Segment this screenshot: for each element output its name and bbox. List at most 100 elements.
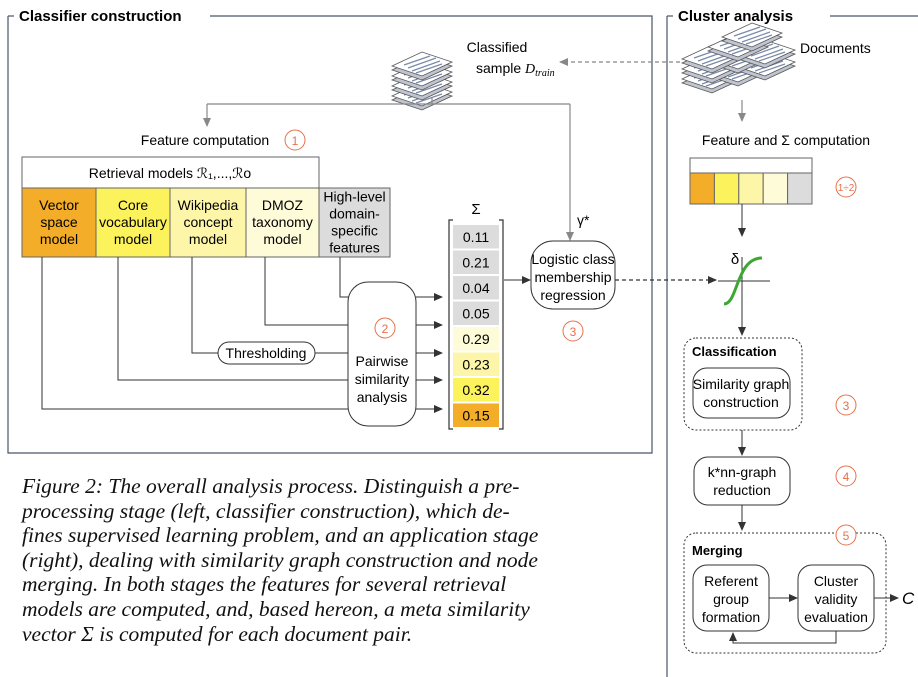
classified-sample-label-1: Classified: [467, 39, 528, 55]
step-5-number: 5: [843, 529, 850, 543]
gamma-label: γ*: [577, 212, 590, 228]
referent-label-2: group: [713, 591, 749, 607]
sigma-value-cell: [453, 276, 499, 300]
sigma-value-cell: [453, 327, 499, 351]
model-cell-label: taxonomy: [252, 214, 313, 230]
sigma-value: 0.29: [462, 331, 489, 347]
model-cell-label: model: [189, 231, 227, 247]
sigma-value-cell: [453, 225, 499, 249]
step-4-badge: [835, 465, 857, 487]
model-cell-label: model: [263, 231, 301, 247]
sigma-value: 0.21: [462, 254, 489, 270]
model-connectors: [41, 257, 352, 410]
sample-connectors: [203, 97, 574, 241]
regression-label-1: Logistic class: [531, 251, 614, 267]
sigma-value: 0.04: [462, 280, 489, 296]
caption-line: Figure 2: The overall analysis process. …: [22, 474, 520, 498]
output-clustering-label: C: [902, 589, 915, 608]
model-cell-label: High-level: [323, 189, 385, 205]
step-1-2-badge: [835, 176, 857, 198]
sigma-value: 0.15: [462, 407, 489, 423]
validity-label-2: validity: [815, 591, 858, 607]
model-cell-label: Vector: [39, 197, 79, 213]
caption-line: (right), dealing with similarity graph c…: [22, 547, 538, 572]
step-4-number: 4: [843, 470, 850, 484]
sigma-label: Σ: [471, 201, 480, 218]
model-cell: [245, 187, 320, 258]
retrieval-model-cells: VectorspacemodelCorevocabularymodelWikip…: [21, 187, 391, 258]
feature-strip-cell: [738, 172, 764, 205]
documents-icon: [681, 22, 796, 94]
pairwise-label-1: Pairwise: [356, 353, 409, 369]
sigma-brackets: [448, 219, 504, 430]
regression-label-3: regression: [540, 287, 605, 303]
step-3b-badge: [835, 394, 857, 416]
merging-title: Merging: [692, 543, 743, 558]
step-3-badge: [562, 320, 584, 342]
model-cell-label: DMOZ: [262, 197, 304, 213]
model-cell-label: Wikipedia: [178, 197, 239, 213]
step-1-badge: [284, 129, 306, 151]
validity-feedback-arrow: [729, 631, 837, 644]
model-cell-label: domain-: [329, 206, 380, 222]
classification-title: Classification: [692, 344, 777, 359]
cluster-analysis-title: Cluster analysis: [678, 8, 793, 25]
model-cell: [21, 187, 97, 258]
sigma-value: 0.05: [462, 305, 489, 321]
model-cell-label: space: [40, 214, 78, 230]
model-cell-label: Core: [118, 197, 149, 213]
figure-caption: Figure 2: The overall analysis process. …: [22, 474, 634, 646]
sigma-value: 0.23: [462, 356, 489, 372]
retrieval-models-header: Retrieval models ℛ₁,...,ℛo: [89, 165, 252, 181]
pairwise-label-3: analysis: [357, 389, 408, 405]
knn-label-2: reduction: [713, 482, 771, 498]
sigma-value-cell: [453, 403, 499, 427]
feature-computation-label: Feature computation: [141, 132, 269, 148]
model-cell: [318, 187, 391, 258]
similarity-graph-label-1: Similarity graph: [693, 376, 789, 392]
similarity-graph-label-2: construction: [703, 394, 778, 410]
thresholding-label: Thresholding: [226, 345, 307, 361]
classified-sample-label-2: sample Dtrain: [476, 60, 555, 79]
model-cell: [169, 187, 247, 258]
knn-label-1: k*nn-graph: [708, 464, 777, 480]
pairwise-to-sigma-arrows: [416, 293, 443, 413]
model-cell-label: model: [114, 231, 152, 247]
step-2-badge: [374, 317, 396, 339]
validity-label-1: Cluster: [814, 573, 859, 589]
pairwise-label-2: similarity: [355, 371, 409, 387]
caption-line: fines supervised learning problem, and a…: [22, 523, 539, 548]
sigma-value-cell: [453, 352, 499, 376]
feature-strip-cell: [762, 172, 789, 205]
model-cell-label: specific: [331, 223, 378, 239]
cluster-analysis-panel: Cluster analysis: [666, 8, 918, 677]
sigma-value: 0.32: [462, 382, 489, 398]
feature-strip-cell: [713, 172, 740, 205]
model-cell-label: vocabulary: [99, 214, 167, 230]
regression-label-2: membership: [534, 269, 611, 285]
delta-label: δ: [731, 251, 739, 268]
classifier-construction-panel: Classifier construction: [7, 8, 653, 454]
sigma-value: 0.11: [463, 229, 489, 245]
referent-label-1: Referent: [704, 573, 758, 589]
sigma-value-cell: [453, 250, 499, 274]
documents-label: Documents: [800, 40, 871, 56]
sigma-value-cell: [453, 301, 499, 325]
sigma-value-cell: [453, 378, 499, 402]
caption-line: models are computed, and, based hereon, …: [22, 596, 530, 621]
similarity-graph-box: [692, 367, 791, 419]
feature-strip-cell: [689, 172, 715, 205]
sigmoid-icon: [718, 256, 770, 306]
caption-line: processing stage (left, classifier const…: [22, 498, 510, 523]
feature-strip-cell: [787, 172, 813, 205]
caption-line: vector Σ is computed for each document p…: [22, 621, 413, 646]
step-3-number: 3: [570, 325, 577, 339]
model-cell-label: features: [329, 240, 380, 256]
pairwise-similarity-box: [347, 281, 417, 427]
logistic-regression-box: [530, 240, 616, 310]
classified-sample-icon: [391, 51, 453, 111]
validity-label-3: evaluation: [804, 609, 868, 625]
caption-line: merging. In both stages the features for…: [22, 572, 507, 597]
